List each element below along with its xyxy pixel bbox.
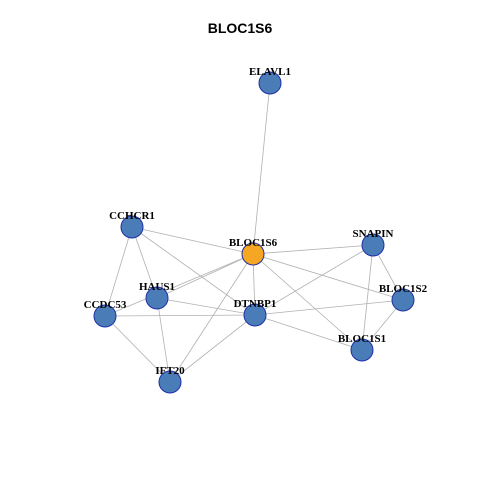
node-cchcr1[interactable]	[120, 215, 144, 239]
node-label-snapin: SNAPIN	[353, 228, 394, 240]
edge-bloc1s6-cchcr1	[131, 226, 254, 255]
edge-dtnbp1-bloc1s2	[254, 299, 404, 316]
node-label-bloc1s2: BLOC1S2	[379, 283, 428, 295]
edge-bloc1s6-ccdc53	[104, 253, 254, 317]
edge-ccdc53-dtnbp1	[104, 314, 256, 317]
graph-title: BLOC1S6	[207, 20, 273, 36]
edge-bloc1s6-elavl1	[252, 82, 271, 255]
node-haus1[interactable]	[145, 286, 169, 310]
node-snapin[interactable]	[361, 233, 385, 257]
edge-ccdc53-ift20	[104, 315, 171, 383]
node-label-ift20: IFT20	[155, 365, 185, 377]
node-dtnbp1[interactable]	[243, 303, 267, 327]
edge-bloc1s6-haus1	[156, 253, 254, 299]
node-label-elavl1: ELAVL1	[249, 66, 291, 78]
node-bloc1s2[interactable]	[391, 288, 415, 312]
node-elavl1[interactable]	[258, 71, 282, 95]
node-label-dtnbp1: DTNBP1	[234, 298, 277, 310]
edge-bloc1s6-bloc1s1	[252, 253, 363, 351]
node-bloc1s6[interactable]	[241, 242, 265, 266]
edge-cchcr1-haus1	[131, 226, 158, 299]
edge-haus1-ift20	[156, 297, 171, 383]
edge-cchcr1-dtnbp1	[131, 226, 256, 316]
node-layer	[93, 71, 415, 394]
edge-dtnbp1-ift20	[169, 314, 256, 383]
edge-haus1-dtnbp1	[156, 297, 256, 316]
node-label-ccdc53: CCDC53	[84, 299, 127, 311]
node-label-bloc1s6: BLOC1S6	[229, 237, 278, 249]
node-ccdc53[interactable]	[93, 304, 117, 328]
edge-bloc1s6-ift20	[169, 253, 254, 383]
edge-bloc1s6-bloc1s2	[252, 253, 404, 301]
node-ift20[interactable]	[158, 370, 182, 394]
edge-bloc1s6-snapin	[252, 244, 374, 255]
edge-dtnbp1-bloc1s1	[254, 314, 363, 351]
node-bloc1s1[interactable]	[350, 338, 374, 362]
edge-cchcr1-ccdc53	[104, 226, 133, 317]
node-label-cchcr1: CCHCR1	[109, 210, 155, 222]
edge-snapin-bloc1s1	[361, 244, 374, 351]
node-label-haus1: HAUS1	[139, 281, 175, 293]
edge-dtnbp1-snapin	[254, 244, 374, 316]
node-label-bloc1s1: BLOC1S1	[338, 333, 386, 345]
